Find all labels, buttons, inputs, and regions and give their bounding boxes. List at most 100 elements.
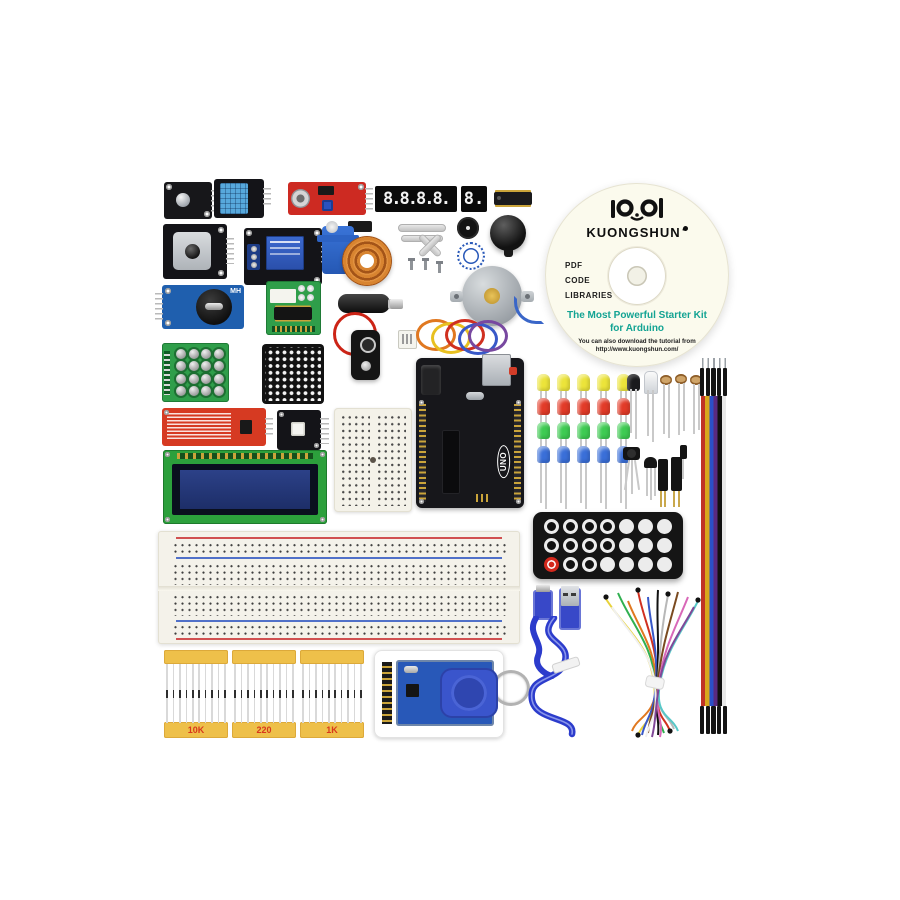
- relay-label-lines: [270, 241, 300, 243]
- water-level-sensor: [162, 408, 273, 446]
- component-leg: [682, 459, 684, 479]
- keypad-button: [201, 385, 212, 396]
- remote-button: [562, 557, 578, 572]
- cd-brand-text: KUONGSHUN: [545, 225, 729, 240]
- green-led: [594, 422, 614, 485]
- cd-title-line2: for Arduino: [609, 322, 665, 334]
- cd-footer-note: You can also download the tutorial from …: [545, 338, 729, 355]
- red-led: [554, 398, 574, 461]
- mounting-hole: [166, 184, 172, 190]
- mounting-hole: [246, 230, 252, 236]
- remote-button: [619, 519, 635, 534]
- resistor-leads: [300, 664, 364, 723]
- jst-connector: [398, 330, 417, 349]
- led-grid: [534, 374, 634, 509]
- green-led: [574, 422, 594, 485]
- button-keypad-4x4: [162, 343, 229, 402]
- battery-clip-9v: [351, 330, 380, 380]
- resistor-strip-220: 220: [232, 650, 296, 738]
- remote-button: [619, 557, 635, 572]
- module-pins: [226, 238, 234, 264]
- led-bulb: [617, 422, 630, 439]
- led-bulb: [617, 398, 630, 415]
- component-leg: [633, 460, 640, 490]
- keypad-button: [213, 361, 224, 372]
- seven-segment-display-4digit: 8.8.8.8.: [375, 186, 457, 212]
- ribbon-connector-bottom: [700, 706, 728, 734]
- mounting-hole: [314, 443, 319, 448]
- remote-button: [600, 538, 616, 553]
- driver-led: [298, 285, 305, 292]
- rfid-crystal: [404, 666, 418, 673]
- photoresistor: [690, 375, 702, 385]
- green-led: [554, 422, 574, 485]
- ir-led: [627, 374, 640, 391]
- led-leg: [630, 389, 632, 433]
- led-bulb: [557, 446, 570, 463]
- ldr-leg: [663, 384, 665, 434]
- pin-header-left: [419, 404, 426, 502]
- rtc-clock-module: MH: [155, 285, 244, 329]
- keypad-button: [176, 373, 187, 384]
- led-leg: [652, 390, 654, 442]
- dc-barrel-jack-adapter: [338, 294, 403, 313]
- red-led-row: [534, 398, 634, 461]
- dupont-connector: [717, 368, 722, 396]
- tutorial-cd: KUONGSHUN PDF CODE LIBRARIES The Most Po…: [545, 183, 729, 367]
- module-pins: [155, 293, 163, 321]
- rfid-pin-header: [382, 662, 392, 724]
- uln2003-driver-board: [266, 281, 321, 335]
- fob-circle: [451, 675, 487, 711]
- ribbon-pin-tips: [702, 358, 726, 369]
- usb-b-connector: [533, 585, 553, 620]
- mounting-hole: [279, 412, 284, 417]
- led-bulb: [537, 422, 550, 439]
- led-bulb: [597, 422, 610, 439]
- lcd-pin-header: [177, 453, 313, 459]
- joystick-module: [163, 224, 234, 279]
- reset-button: [509, 367, 517, 375]
- green-led-row: [534, 422, 634, 485]
- power-rail-red: [176, 537, 502, 539]
- led-bulb: [597, 374, 610, 391]
- joystick-cap: [490, 215, 526, 251]
- servo-connector: [348, 221, 372, 232]
- lcd-bezel: [172, 464, 318, 515]
- mounting-hole: [164, 410, 169, 415]
- crystal-oscillator: [466, 392, 484, 400]
- component-leg: [654, 468, 656, 496]
- jumper-wires-bundle: [603, 587, 701, 738]
- jumper-tip: [665, 591, 671, 597]
- stepper-mounting-tab: [450, 291, 463, 302]
- component-leg: [631, 460, 633, 494]
- yellow-led-row: [534, 374, 634, 437]
- mounting-hole: [320, 517, 325, 522]
- led-bulb: [537, 374, 550, 391]
- keypad-button: [188, 385, 199, 396]
- joystick-stick: [185, 244, 200, 259]
- remote-button: [638, 519, 654, 534]
- battery-snap-ring: [359, 337, 376, 353]
- jumper-tip: [695, 597, 701, 603]
- dupont-connector: [722, 706, 728, 734]
- led-bulb: [537, 398, 550, 415]
- module-pins: [365, 188, 373, 210]
- ic-notch: [497, 196, 501, 200]
- transistor: [644, 457, 657, 468]
- usb-a-connector: [559, 586, 581, 630]
- remote-power-button: [543, 557, 559, 572]
- ir-receiver: [623, 447, 640, 460]
- red-led: [574, 398, 594, 461]
- keypad-button: [188, 361, 199, 372]
- remote-button: [638, 557, 654, 572]
- trimmer-potentiometer: [322, 200, 333, 211]
- usb-slot: [563, 593, 568, 596]
- mounting-hole: [218, 227, 224, 233]
- led-bulb: [577, 446, 590, 463]
- remote-button: [581, 519, 597, 534]
- mounting-hole: [204, 211, 210, 217]
- cd-title: The Most Powerful Starter Kit for Arduin…: [545, 310, 729, 335]
- battery-snap-stud: [361, 361, 371, 371]
- thermistor: [680, 445, 687, 459]
